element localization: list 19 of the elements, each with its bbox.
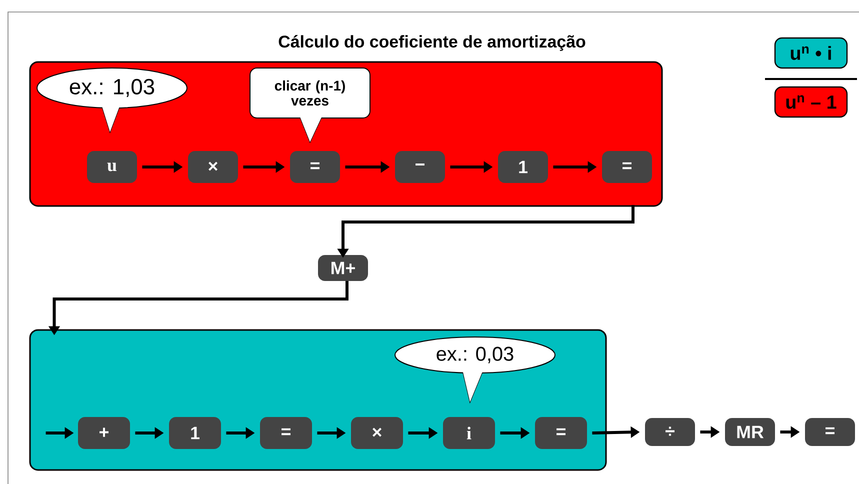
calculator-key: × [351,417,403,449]
denominator-box: u$^{n}$ – 1 [774,86,848,118]
calculator-key: u [87,151,137,183]
calculator-key: ÷ [645,418,695,446]
numerator-box: u$^{n}$ • i [774,37,848,69]
calculator-key: 1 [169,417,221,449]
calculator-key: = [602,151,652,183]
calculator-key: − [395,151,445,183]
calculator-key: M+ [318,255,368,281]
calculator-key: = [805,418,855,446]
calculator-key: i [443,417,495,449]
calculator-key: 1 [498,151,548,183]
calculator-key: = [260,417,312,449]
calculator-key: + [78,417,130,449]
calculator-key: MR [725,418,775,446]
diagram-title: Cálculo do coeficiente de amortização [278,35,586,51]
calculator-key: = [290,151,340,183]
calculator-key: = [535,417,587,449]
calculator-key: × [188,151,238,183]
